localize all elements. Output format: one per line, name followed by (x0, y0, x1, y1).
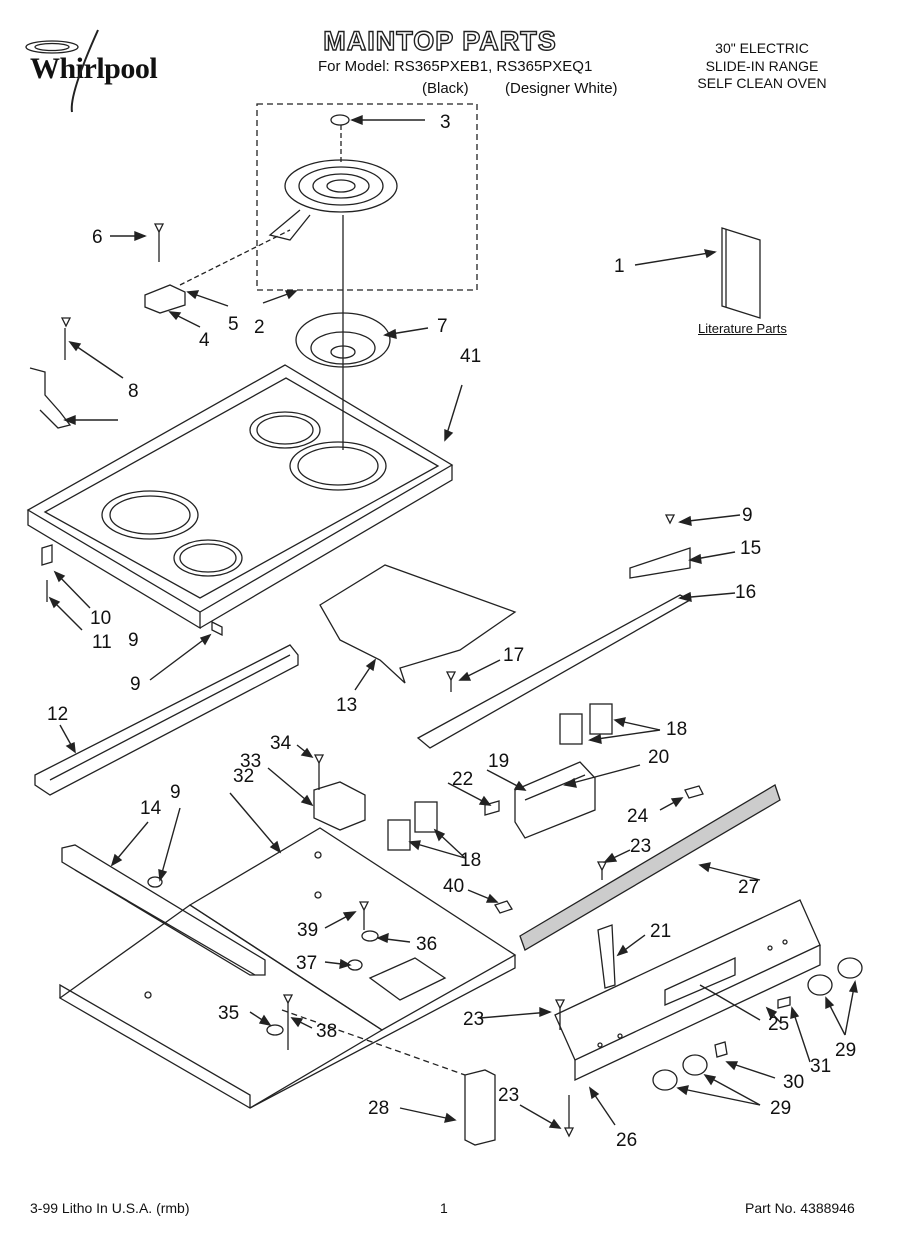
leader-lines (48, 114, 858, 1129)
callout-17: 17 (503, 645, 524, 666)
insulation (319, 564, 517, 684)
chassis-base (58, 827, 517, 1109)
callout-18: 18 (666, 719, 687, 740)
infinite-switches (387, 703, 613, 851)
callout-23: 23 (498, 1085, 519, 1106)
callout-10: 10 (90, 608, 111, 629)
callout-25: 25 (768, 1014, 789, 1035)
callout-6: 6 (92, 227, 103, 248)
callout-23: 23 (630, 836, 651, 857)
front-trim (34, 620, 299, 796)
callout-35: 35 (218, 1003, 239, 1024)
callout-39: 39 (297, 920, 318, 941)
manifold-panel (519, 784, 781, 951)
color-black-label: (Black) (422, 80, 469, 97)
door-lock-motor (313, 754, 366, 831)
callout-28: 28 (368, 1098, 389, 1119)
color-white-label: (Designer White) (505, 80, 618, 97)
callout-37: 37 (296, 953, 317, 974)
product-line-2: SLIDE-IN RANGE (705, 58, 819, 74)
callout-4: 4 (199, 330, 210, 351)
product-line-1: 30" ELECTRIC (715, 40, 809, 56)
literature-parts-label: Literature Parts (698, 321, 787, 336)
callout-19: 19 (488, 751, 509, 772)
surface-element (268, 114, 398, 241)
callout-15: 15 (740, 538, 761, 559)
callout-21: 21 (650, 921, 671, 942)
callout-31: 31 (810, 1056, 831, 1077)
fasteners (266, 900, 513, 1050)
callout-32: 32 (233, 766, 254, 787)
maintop (26, 364, 454, 630)
callout-33: 33 (240, 751, 261, 772)
callout-40: 40 (443, 876, 464, 897)
callout-34: 34 (270, 733, 292, 754)
callout-23: 23 (463, 1009, 484, 1030)
terminal-block (144, 223, 291, 314)
control-knobs (652, 957, 863, 1091)
control-panel (554, 899, 821, 1082)
callout-9: 9 (128, 630, 139, 651)
electronic-control (484, 761, 596, 839)
callout-9: 9 (170, 782, 181, 803)
support-bracket (29, 317, 72, 429)
whirlpool-swirl-icon (25, 29, 99, 113)
callout-24: 24 (627, 806, 649, 827)
surface-element-box (256, 103, 478, 291)
callout-13: 13 (336, 695, 357, 716)
callout-12: 12 (47, 704, 68, 725)
callout-29: 29 (835, 1040, 856, 1061)
side-bracket (61, 844, 266, 976)
whirlpool-logo: Whirlpool (30, 52, 158, 85)
callout-30: 30 (783, 1072, 804, 1093)
callout-8: 8 (128, 381, 139, 402)
footer-part-number: Part No. 4388946 (745, 1200, 855, 1216)
callout-38: 38 (316, 1021, 337, 1042)
callout-26: 26 (616, 1130, 637, 1151)
callout-41: 41 (460, 346, 481, 367)
callout-1: 1 (614, 256, 625, 277)
callout-20: 20 (648, 747, 669, 768)
page-title: MAINTOP PARTS (323, 25, 557, 56)
literature-booklet (721, 227, 761, 319)
side-panel-bracket (281, 999, 575, 1146)
callout-27: 27 (738, 877, 759, 898)
bracket-14 (629, 547, 691, 579)
drip-bowl (295, 215, 391, 450)
callout-29: 29 (770, 1098, 791, 1119)
callout-18: 18 (460, 850, 481, 871)
callout-22: 22 (452, 769, 473, 790)
footer-litho: 3-99 Litho In U.S.A. (rmb) (30, 1200, 190, 1216)
side-rail (416, 514, 692, 749)
product-line-3: SELF CLEAN OVEN (697, 75, 827, 91)
footer-page-number: 1 (440, 1200, 448, 1216)
callout-9: 9 (742, 505, 753, 526)
model-line: For Model: RS365PXEB1, RS365PXEQ1 (318, 58, 593, 75)
callout-7: 7 (437, 316, 448, 337)
callout-3: 3 (440, 112, 451, 133)
callout-11: 11 (92, 632, 112, 653)
callout-5: 5 (228, 314, 239, 335)
callout-36: 36 (416, 934, 437, 955)
callout-14: 14 (140, 798, 162, 819)
maintop-clip (41, 544, 53, 602)
callout-9: 9 (130, 674, 141, 695)
callout-2: 2 (254, 317, 265, 338)
callout-16: 16 (735, 582, 756, 603)
